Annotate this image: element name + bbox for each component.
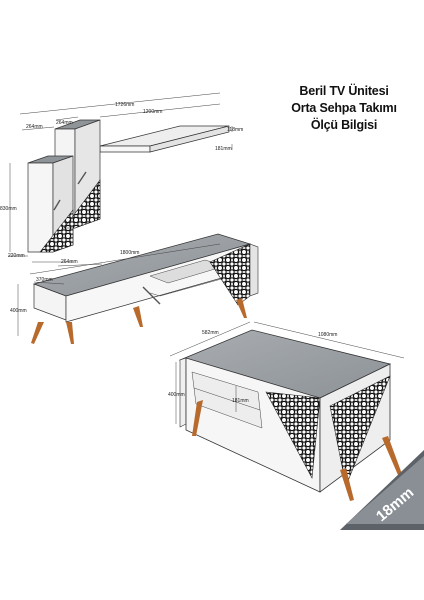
dim-depth-top: 264mm bbox=[56, 120, 73, 126]
dim-cabinet-height: 830mm bbox=[0, 206, 17, 212]
dim-table-depth: 582mm bbox=[202, 330, 219, 336]
leg bbox=[236, 298, 247, 318]
dim-total-width: 1726mm bbox=[115, 102, 134, 108]
lattice-panel bbox=[63, 179, 101, 229]
page-title: Beril TV Ünitesi Orta Sehpa Takımı Ölçü … bbox=[284, 83, 404, 134]
leg bbox=[31, 322, 44, 344]
dim-shelf-width: 1200mm bbox=[143, 109, 162, 115]
dim-depth-left: 264mm bbox=[26, 124, 43, 130]
title-line-2: Orta Sehpa Takımı bbox=[291, 101, 397, 115]
lattice-panel bbox=[39, 209, 74, 253]
wall-unit: 1726mm 1200mm 264mm 264mm 118mm 181mm 83… bbox=[0, 92, 243, 263]
leg bbox=[382, 436, 402, 475]
dim-cabinet-width: 220mm bbox=[8, 253, 25, 259]
title-line-3: Ölçü Bilgisi bbox=[310, 118, 378, 132]
tv-stand: 1800mm 370mm 264mm 400mm bbox=[10, 233, 259, 344]
thickness-badge: 18mm bbox=[340, 450, 424, 530]
dim-tv-depth: 370mm bbox=[36, 277, 53, 283]
lattice-panel bbox=[329, 375, 391, 488]
coffee-table: 582mm 1080mm 400mm 181mm bbox=[168, 321, 405, 501]
leg bbox=[66, 322, 74, 344]
dim-tv-width: 1800mm bbox=[120, 250, 139, 256]
leg bbox=[133, 306, 143, 327]
leg bbox=[340, 468, 354, 501]
dim-table-width: 1080mm bbox=[318, 332, 337, 338]
lattice-panel bbox=[265, 391, 321, 480]
dim-tv-height: 400mm bbox=[10, 308, 27, 314]
dim-table-inner-height: 181mm bbox=[232, 398, 249, 404]
leg bbox=[192, 400, 203, 436]
dim-tv-side-depth: 264mm bbox=[61, 259, 78, 265]
title-line-1: Beril TV Ünitesi bbox=[299, 84, 389, 98]
dim-table-height: 400mm bbox=[168, 392, 185, 398]
dim-shelf-thickness: 181mm bbox=[215, 146, 232, 152]
dim-shelf-height: 118mm bbox=[227, 127, 243, 133]
